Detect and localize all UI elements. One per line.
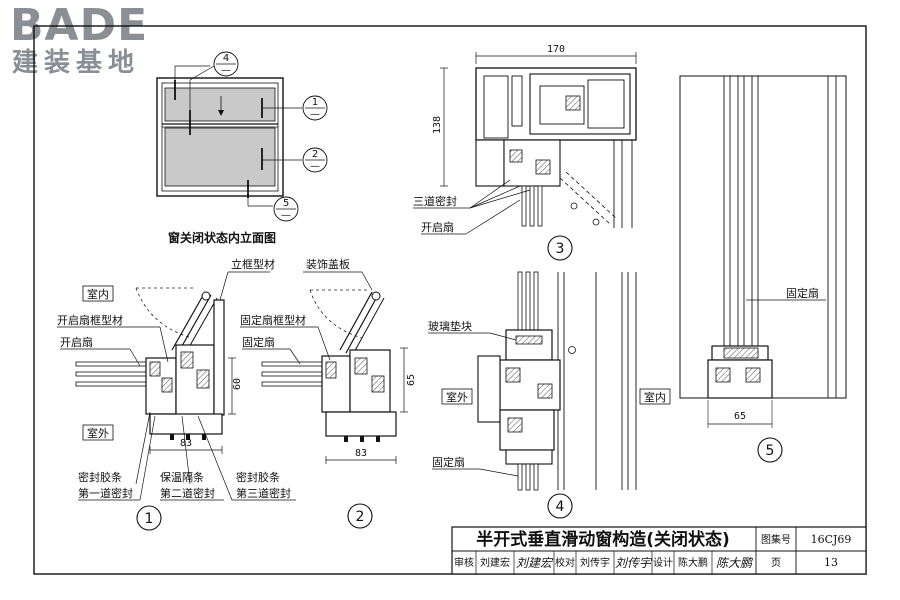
page-number: 13 — [824, 556, 838, 569]
detail4-outdoor: 室外 — [446, 390, 468, 404]
page-label: 页 — [771, 557, 781, 569]
detail1-insulation: 保温隔条 — [160, 470, 204, 484]
svg-text:—: — — [310, 109, 320, 120]
detail1-dim-width: 83 — [180, 438, 192, 449]
detail3-triple-seal: 三道密封 — [413, 194, 457, 208]
reviewer-signature: 刘建宏 — [516, 556, 554, 570]
review-label: 审核 — [454, 556, 474, 569]
detail1-number: 1 — [145, 511, 154, 527]
detail3-number-circle: 3 — [547, 235, 573, 261]
reviewer-name: 刘建宏 — [480, 556, 510, 569]
detail1-seal-strip: 密封胶条 — [78, 470, 122, 484]
title-block: 半开式垂直滑动窗构造(关闭状态) 图集号 16CJ69 审核 刘建宏 刘建宏 校… — [451, 526, 867, 575]
detail4-glass-block: 玻璃垫块 — [428, 319, 472, 333]
detail3-sash: 开启扇 — [421, 220, 454, 234]
callout-4: 4 — — [213, 51, 239, 77]
designer-signature: 陈大鹏 — [716, 556, 754, 570]
detail2-cover: 装饰盖板 — [306, 257, 350, 271]
detail5-fixed-sash: 固定扇 — [786, 286, 819, 300]
detail1-seal-strip-2: 密封胶条 — [236, 470, 280, 484]
callout-1-number: 1 — [312, 97, 318, 108]
detail-2: 65 83 装饰盖板 固定扇框型材 固定扇 2 — [240, 257, 417, 529]
detail-4: 玻璃垫块 室外 室内 固定扇 4 — [428, 271, 671, 519]
detail2-dim-width: 83 — [355, 448, 367, 459]
detail2-number: 2 — [356, 509, 365, 525]
drawing-title: 半开式垂直滑动窗构造(关闭状态) — [476, 529, 730, 550]
detail1-third-seal: 第三道密封 — [236, 486, 291, 500]
designer-name: 陈大鹏 — [678, 556, 708, 569]
check-label: 校对 — [555, 556, 575, 569]
detail3-dim-width: 170 — [547, 44, 565, 55]
detail-1: 60 83 室内 开启扇框型材 开启扇 立框型材 室外 密封胶条 第一道密封 保… — [57, 257, 296, 531]
detail5-number-circle: 5 — [757, 437, 783, 463]
svg-text:—: — — [281, 210, 291, 221]
detail2-dim-height: 65 — [406, 374, 417, 386]
detail1-first-seal: 第一道密封 — [78, 486, 133, 500]
detail1-indoor: 室内 — [87, 287, 109, 301]
callout-4-number: 4 — [223, 53, 229, 64]
detail1-number-circle: 1 — [136, 505, 162, 531]
svg-text:—: — — [221, 65, 231, 76]
callout-1: 1 — — [302, 95, 328, 121]
detail4-number-circle: 4 — [547, 493, 573, 519]
detail2-number-circle: 2 — [347, 503, 373, 529]
svg-text:—: — — [310, 161, 320, 172]
detail-5: 65 固定扇 5 — [679, 75, 847, 463]
detail2-fixed-sash: 固定扇 — [242, 335, 275, 349]
detail5-dim-width: 65 — [734, 411, 746, 422]
checker-name: 刘传宇 — [580, 556, 610, 569]
callout-5-number: 5 — [283, 198, 289, 209]
detail5-number: 5 — [766, 443, 775, 459]
detail1-sash: 开启扇 — [60, 335, 93, 349]
checker-signature: 刘传宇 — [615, 556, 653, 570]
atlas-number: 16CJ69 — [811, 533, 852, 546]
detail1-second-seal: 第二道密封 — [160, 486, 215, 500]
atlas-label: 图集号 — [761, 533, 791, 546]
detail1-mullion: 立框型材 — [231, 257, 275, 271]
detail4-fixed-sash: 固定扇 — [432, 455, 465, 469]
detail2-fixed-frame: 固定扇框型材 — [240, 313, 306, 327]
logo-sub-text: 建装基地 — [12, 48, 141, 78]
callout-2: 2 — — [302, 147, 328, 173]
callout-5: 5 — — [273, 196, 299, 222]
detail3-dim-height: 138 — [432, 116, 443, 134]
elevation-view: 4 — 1 — 2 — 5 — 窗关闭状态内立面图 — [156, 51, 328, 245]
detail-3: 170 138 — [413, 44, 637, 261]
elevation-title: 窗关闭状态内立面图 — [168, 230, 276, 245]
detail4-indoor: 室内 — [644, 390, 666, 404]
sheet-border — [33, 25, 867, 575]
callout-2-number: 2 — [312, 149, 318, 160]
detail1-dim-height: 60 — [232, 378, 243, 390]
detail3-number: 3 — [556, 241, 565, 257]
detail1-outdoor: 室外 — [87, 426, 109, 440]
detail4-number: 4 — [556, 499, 565, 515]
design-label: 设计 — [653, 556, 673, 569]
detail1-sash-frame: 开启扇框型材 — [57, 313, 123, 327]
